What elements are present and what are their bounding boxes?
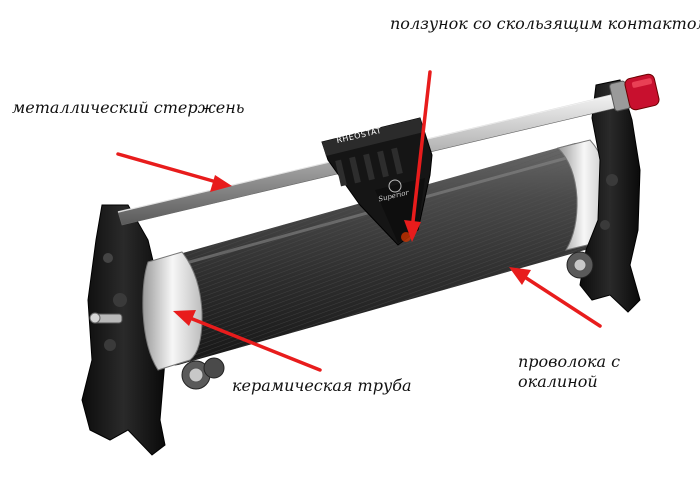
arrow-tube <box>173 310 322 372</box>
terminal-nut-icon <box>203 357 225 379</box>
label-wire-line1: проволока с <box>518 352 621 371</box>
label-slider: ползунок со скользящим контактом <box>390 14 700 33</box>
left-end-frame <box>81 204 166 456</box>
contact-point-icon <box>401 232 411 242</box>
label-tube: керамическая труба <box>232 376 412 395</box>
arrow-slider <box>404 70 432 242</box>
frame-hole-icon <box>103 253 113 263</box>
label-wire-line2: окалиной <box>518 372 598 391</box>
logo-icon <box>388 179 402 193</box>
frame-hole-icon <box>113 293 127 307</box>
right-end-frame <box>579 79 641 313</box>
annotation-arrows <box>116 70 602 372</box>
rod-end-knob <box>609 73 660 112</box>
arrow-rod <box>116 152 232 192</box>
bottom-terminals <box>181 251 594 390</box>
slider-fins <box>335 147 403 187</box>
frame-hole-icon <box>104 339 116 351</box>
arrow-wire <box>509 267 602 328</box>
left-ceramic-ring <box>142 251 203 371</box>
label-rod: металлический стержень <box>12 98 245 117</box>
